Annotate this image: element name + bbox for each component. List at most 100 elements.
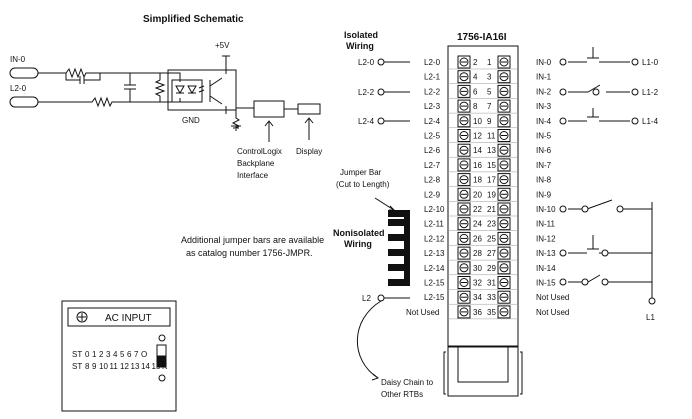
backplane-arrow — [264, 120, 274, 142]
left-terminal-label: L2-9 — [424, 190, 441, 199]
switch-in-4 — [568, 108, 630, 122]
even-terminal-number: 24 — [473, 220, 482, 229]
ext-left-l2-0: L2-0 — [358, 58, 375, 67]
supply-label: +5V — [215, 41, 230, 50]
daisy-chain-label-1: Daisy Chain to — [381, 378, 434, 387]
left-terminal-label: L2-15 — [424, 293, 445, 302]
right-terminal-label: IN-8 — [536, 176, 552, 185]
status-channel-label: 13 — [131, 362, 140, 371]
right-terminal-label: IN-6 — [536, 146, 552, 155]
status-window — [156, 344, 167, 368]
nonisolated-wiring-label-2: Wiring — [344, 239, 372, 249]
odd-terminal-number: 11 — [487, 132, 496, 141]
even-terminal-number: 18 — [473, 176, 482, 185]
display-arrow — [304, 117, 314, 140]
ext-right-l1-0: L1-0 — [642, 58, 659, 67]
odd-terminal-number: 17 — [487, 176, 496, 185]
status-channel-label: 14 — [141, 362, 150, 371]
ext-right-l1: L1 — [646, 313, 655, 322]
even-terminal-number: 2 — [473, 58, 478, 67]
status-channel-label: O — [141, 350, 147, 359]
return-resistor — [38, 96, 160, 108]
jumper-note-line1: Additional jumper bars are available — [181, 235, 324, 245]
even-terminal-number: 10 — [473, 117, 482, 126]
left-terminal-label: L2-0 — [424, 58, 441, 67]
terminal-row: L2-8 18 17 IN-8 — [424, 173, 552, 187]
even-terminal-number: 14 — [473, 146, 482, 155]
status-channel-label: K — [162, 362, 168, 371]
even-terminal-number: 26 — [473, 234, 482, 243]
odd-terminal-number: 35 — [487, 308, 496, 317]
left-terminal-label: L2-12 — [424, 234, 445, 243]
odd-terminal-number: 23 — [487, 220, 496, 229]
even-terminal-number: 30 — [473, 264, 482, 273]
left-terminal-label: L2-11 — [424, 220, 444, 229]
odd-terminal-number: 5 — [487, 87, 492, 96]
simplified-schematic: Simplified Schematic IN-0 L2-0 +5V GND — [9, 14, 322, 180]
even-terminal-number: 12 — [473, 132, 482, 141]
optocoupler — [167, 69, 237, 111]
backplane-label-line1: ControlLogix — [237, 147, 282, 156]
switch-in-2 — [568, 84, 630, 93]
led-diode-icon — [175, 85, 185, 95]
input-resistor — [38, 67, 160, 79]
status-channel-label: 2 — [99, 350, 104, 359]
right-terminal-label: IN-2 — [536, 87, 552, 96]
odd-terminal-number: 15 — [487, 161, 496, 170]
switch-in-0 — [568, 47, 630, 63]
even-terminal-number: 32 — [473, 279, 482, 288]
right-terminal-label: IN-15 — [536, 279, 556, 288]
odd-terminal-number: 13 — [487, 146, 496, 155]
odd-terminal-number: 33 — [487, 293, 496, 302]
right-terminal-label: IN-5 — [536, 132, 552, 141]
right-terminal-label: IN-4 — [536, 117, 552, 126]
status-channel-label: 1 — [92, 350, 97, 359]
terminal-block — [443, 45, 523, 397]
even-terminal-number: 34 — [473, 293, 482, 302]
module-part-number: 1756-IA16I — [457, 32, 507, 43]
status-channel-label: 12 — [120, 362, 129, 371]
even-terminal-number: 8 — [473, 102, 478, 111]
daisy-chain-label-2: Other RTBs — [381, 390, 423, 399]
schematic-input-label: IN-0 — [10, 55, 26, 64]
input-capacitor — [65, 73, 101, 84]
ext-left-l2: L2 — [362, 294, 371, 303]
ext-right-l1-4: L1-4 — [642, 117, 659, 126]
status-indicator-panel — [61, 300, 177, 412]
status-channel-label: 15 — [152, 362, 161, 371]
right-terminal-label: IN-12 — [536, 234, 556, 243]
right-terminal-label: Not Used — [536, 293, 569, 302]
odd-terminal-number: 29 — [487, 264, 496, 273]
left-terminal-label: L2-6 — [424, 146, 441, 155]
left-terminal-label: L2-13 — [424, 249, 445, 258]
isolated-wiring-label-1: Isolated — [344, 30, 378, 40]
left-terminal-label: L2-8 — [424, 176, 441, 185]
status-channel-label: 0 — [85, 350, 90, 359]
odd-terminal-number: 9 — [487, 117, 492, 126]
ground-symbol — [231, 106, 241, 131]
panel-header — [67, 307, 171, 327]
external-wiring-left — [356, 58, 410, 381]
odd-terminal-number: 1 — [487, 58, 492, 67]
phototransistor-icon — [209, 77, 223, 105]
even-terminal-number: 16 — [473, 161, 482, 170]
right-terminal-label: IN-7 — [536, 161, 552, 170]
schematic-title: Simplified Schematic — [143, 14, 244, 25]
input-terminal — [9, 67, 39, 79]
status-channel-label: 7 — [134, 350, 139, 359]
left-terminal-label: L2-14 — [424, 264, 445, 273]
odd-terminal-number: 27 — [487, 249, 496, 258]
even-terminal-number: 4 — [473, 73, 478, 82]
status-channel-label: 6 — [127, 350, 132, 359]
ext-left-l2-2: L2-2 — [358, 88, 375, 97]
switch-in-13 — [568, 235, 652, 254]
